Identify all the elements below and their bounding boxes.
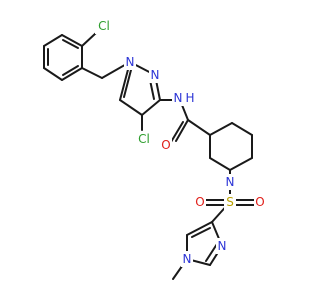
atom-n-pyrazole-2-background (149, 67, 161, 83)
atom-n-pyrazole-b-2: N (218, 239, 227, 253)
bond (81, 32, 97, 47)
atom-n-amide-background (172, 90, 184, 106)
atom-n-pyrazole-2: N (151, 68, 160, 82)
bond (170, 121, 184, 143)
bond (43, 34, 63, 47)
bond (43, 67, 63, 81)
atom-n-pyrazole-b-1: N (183, 252, 192, 266)
atom-o-amide-background (160, 137, 172, 153)
bond (191, 227, 211, 238)
atom-o-sulfonyl-left-background (194, 194, 206, 210)
atom-n-pyrazole-b-1-background (181, 251, 193, 267)
atom-cl-benzene: Cl (98, 19, 110, 33)
atom-n-pyrazole-b-2-background (216, 238, 228, 254)
bond (209, 122, 233, 136)
bond (61, 67, 83, 81)
bond (231, 122, 253, 136)
bond (141, 99, 161, 116)
bond (175, 119, 189, 142)
atom-n-amide: N (174, 91, 183, 105)
bond (119, 99, 143, 116)
bond (62, 65, 79, 76)
atom-h-amide-background (184, 90, 196, 106)
atom-o-amide: O (161, 138, 170, 152)
atom-o-sulfonyl-left: O (195, 195, 204, 209)
atom-n-pyrazole-1: N (126, 55, 135, 69)
atom-n-piperidine: N (226, 175, 235, 189)
atom-cl-pyrazole-background (135, 131, 153, 147)
atom-o-sulfonyl-right-background (254, 194, 266, 210)
atom-h-amide: H (185, 91, 194, 105)
atom-n-piperidine-background (224, 174, 236, 190)
bond (229, 157, 253, 171)
atom-n-pyrazole-1-background (124, 54, 136, 70)
atom-s-sulfonyl: S (226, 195, 234, 209)
atom-o-sulfonyl-right: O (255, 195, 264, 209)
bond (187, 119, 211, 136)
bond (149, 79, 155, 100)
bond (61, 34, 83, 47)
atom-cl-pyrazole: Cl (138, 132, 150, 146)
atom-s-sulfonyl-background (224, 194, 236, 210)
bond (62, 39, 79, 49)
bond (209, 157, 231, 171)
bond (123, 69, 132, 98)
bond (205, 243, 218, 262)
bond (186, 221, 213, 236)
bond (81, 67, 103, 79)
atom-cl-benzene-background (95, 18, 113, 34)
